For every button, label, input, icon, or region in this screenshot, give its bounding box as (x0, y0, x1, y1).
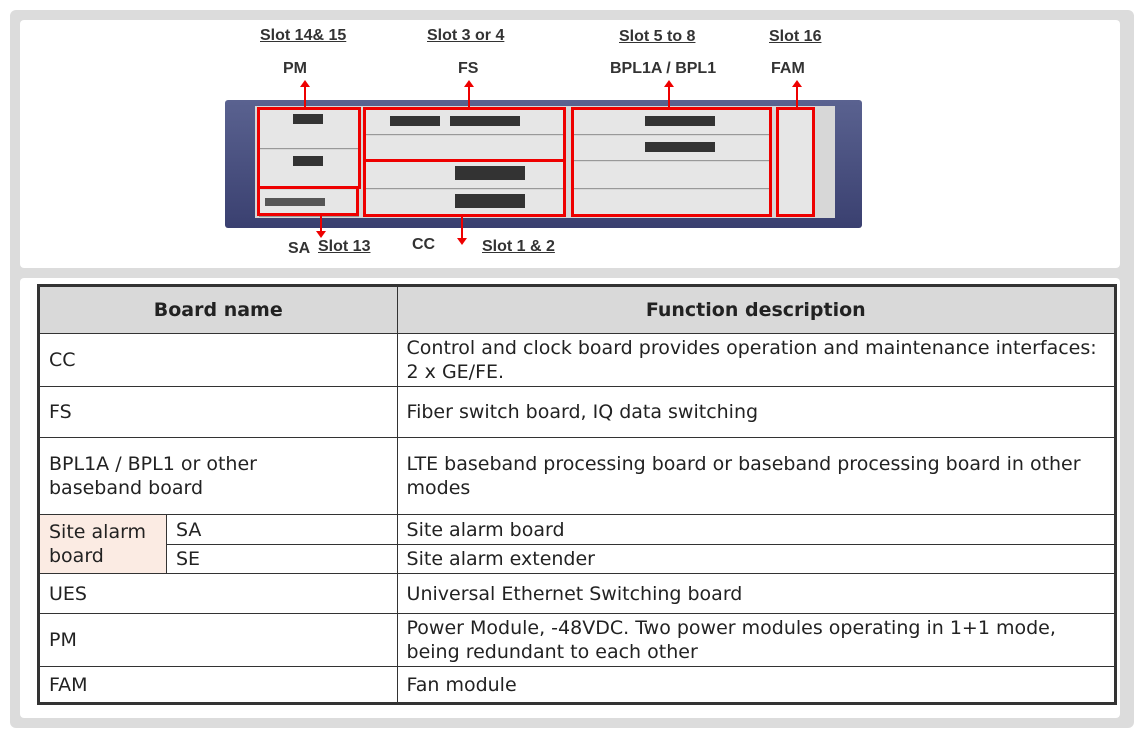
table-row: CC Control and clock board provides oper… (38, 333, 1117, 387)
description-cell: Fan module (396, 666, 1117, 704)
table-row: UES Universal Ethernet Switching board (38, 573, 1117, 614)
board-name-cell: FAM (38, 666, 398, 704)
board-table: Board name Function description CC Contr… (37, 284, 1117, 705)
description-cell: Site alarm extender (396, 544, 1117, 574)
description-cell: LTE baseband processing board or baseban… (396, 437, 1117, 515)
arrow-fs (464, 80, 474, 107)
slot-label-sa: Slot 13 (318, 238, 371, 255)
table-row: SE Site alarm extender (39, 544, 1117, 574)
highlight-cc (363, 159, 566, 217)
header-board-name: Board name (38, 285, 398, 334)
slot-label-bpl: Slot 5 to 8 (619, 28, 696, 45)
description-cell: Universal Ethernet Switching board (396, 573, 1117, 614)
board-name-cell: CC (38, 333, 398, 387)
slot-label-fam: Slot 16 (769, 28, 822, 45)
table-row: PM Power Module, -48VDC. Two power modul… (38, 613, 1117, 667)
description-cell: Fiber switch board, IQ data switching (396, 386, 1117, 438)
board-name-cell: SA (166, 514, 398, 545)
table-header-row: Board name Function description (38, 285, 1117, 334)
board-name-cell: UES (38, 573, 398, 614)
highlight-fs (363, 107, 566, 162)
arrow-pm (300, 80, 310, 107)
slot-label-fs: Slot 3 or 4 (427, 27, 505, 44)
highlight-bpl (571, 107, 772, 217)
arrow-sa (316, 216, 326, 238)
board-label-sa: SA (288, 240, 311, 257)
slot-label-cc: Slot 1 & 2 (482, 238, 555, 255)
board-label-bpl: BPL1A / BPL1 (610, 60, 717, 77)
description-cell: Site alarm board (396, 514, 1117, 545)
board-name-cell: SE (166, 544, 398, 574)
slot-label-pm: Slot 14& 15 (260, 27, 347, 44)
highlight-sa (257, 186, 359, 216)
board-name-cell: BPL1A / BPL1 or other baseband board (38, 437, 398, 515)
highlight-fam (776, 107, 815, 217)
board-name-cell: PM (38, 613, 398, 667)
description-cell: Power Module, -48VDC. Two power modules … (396, 613, 1117, 667)
board-label-fam: FAM (771, 60, 805, 77)
arrow-bpl (664, 80, 674, 107)
table-row: Site alarm board SA Site alarm board (38, 514, 1117, 574)
group-cell-site-alarm: Site alarm board (38, 514, 167, 574)
table-row: FAM Fan module (38, 666, 1117, 704)
arrow-cc (457, 217, 467, 245)
board-name-cell: FS (38, 386, 398, 438)
board-label-fs: FS (458, 60, 479, 77)
table-row: FS Fiber switch board, IQ data switching (38, 386, 1117, 438)
chassis-slots (255, 106, 835, 218)
arrow-fam (792, 80, 802, 107)
board-label-pm: PM (283, 60, 307, 77)
header-function-description: Function description (396, 285, 1117, 334)
description-cell: Control and clock board provides operati… (396, 333, 1117, 387)
board-label-cc: CC (412, 236, 436, 253)
highlight-pm (257, 107, 361, 189)
table-row: BPL1A / BPL1 or other baseband board LTE… (38, 437, 1117, 515)
